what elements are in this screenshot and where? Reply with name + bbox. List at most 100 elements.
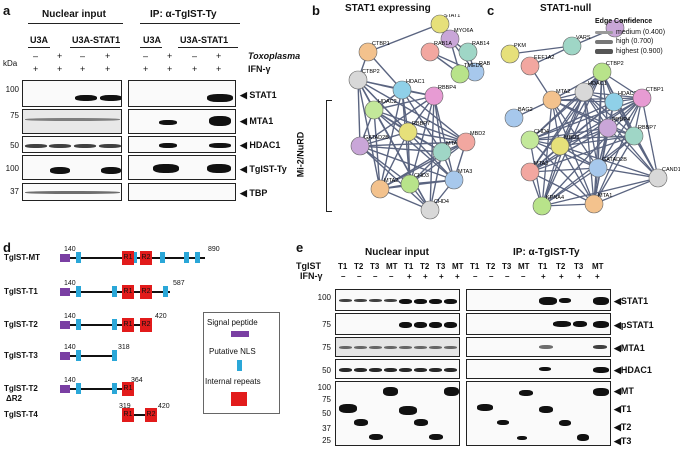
svg-text:MTA3: MTA3	[534, 161, 548, 167]
e-label-stat1: ◀STAT1	[614, 296, 649, 306]
svg-text:MTA1: MTA1	[446, 141, 460, 147]
construct-backbone	[60, 324, 152, 326]
e-label-hdac1: ◀HDAC1	[614, 365, 652, 375]
e-mw-marker: 75	[322, 343, 331, 352]
svg-text:MTA3: MTA3	[458, 169, 472, 175]
toxoplasma-label: Toxoplasma	[248, 51, 301, 61]
svg-text:MYO6A: MYO6A	[454, 28, 474, 34]
net-c-node-ctbp1: CTBP1	[632, 87, 664, 108]
net-b-node-gatad2b: GATAD2B	[350, 135, 389, 156]
network-edge	[593, 177, 659, 205]
e-ifn-sign: +	[423, 272, 428, 281]
blot-band	[414, 346, 427, 349]
net-b-node-ctbp1: CTBP1	[358, 41, 390, 62]
construct-start: 140	[64, 280, 76, 287]
net-c-node-mta1: MTA1	[584, 193, 612, 214]
legend-highest: highest (0.900)	[616, 48, 663, 55]
blot-label-tbp: ◀ TBP	[240, 188, 268, 198]
net-c-node-hdac2: HDAC2	[604, 91, 637, 112]
svg-text:HDAC2: HDAC2	[618, 91, 637, 97]
network-edge	[541, 167, 599, 207]
nls-marker	[184, 252, 189, 263]
nurd-label: Mi-2/NuRD	[295, 131, 306, 178]
construct-end: 420	[155, 313, 167, 320]
mw-marker: 75	[10, 111, 19, 120]
net-b-node-mta2: MTA2	[370, 178, 398, 199]
signal-peptide	[60, 288, 70, 296]
e-lane-label: T1	[538, 262, 548, 271]
svg-text:GATAD2B: GATAD2B	[364, 135, 389, 141]
svg-text:RBBP4: RBBP4	[438, 85, 456, 91]
network-edge	[359, 145, 431, 211]
net-b-node-tmed9: TMED9	[450, 63, 483, 84]
net-c-node-rbbp4: RBBP4	[598, 117, 630, 138]
net-b-node-rab1a: RAB1A	[420, 41, 452, 62]
net-b-node-rbbp7: RBBP7	[398, 121, 430, 142]
construct-backbone	[122, 414, 155, 416]
blot-band	[593, 297, 609, 305]
network-edge	[373, 109, 455, 181]
nls-marker	[112, 383, 117, 394]
tox-sign: –	[192, 51, 198, 61]
construct-name: TgIST-T2	[4, 320, 38, 329]
network-edge	[541, 99, 553, 207]
blot-band	[414, 299, 427, 304]
svg-text:CTBP2: CTBP2	[606, 61, 624, 67]
blot-band	[399, 299, 412, 304]
network-edge	[429, 95, 435, 211]
network-edge	[359, 145, 443, 153]
network-edge	[529, 91, 585, 173]
net-c-node-mta3: MTA3	[520, 161, 548, 182]
legend-title: Edge Confidence	[595, 18, 653, 25]
legend-signal-peptide: Signal peptide	[207, 318, 258, 327]
svg-text:MTA1: MTA1	[598, 193, 612, 199]
signal-peptide-swatch	[231, 331, 249, 337]
e-label-mt: ◀MT	[614, 386, 634, 396]
net-b-node-rbbp4: RBBP4	[424, 85, 456, 106]
net-b-node-hdac1: HDAC1	[392, 79, 425, 100]
svg-text:CTBP1: CTBP1	[372, 41, 390, 47]
e-lane-label: T3	[370, 262, 380, 271]
e-label-t2: ◀T2	[614, 422, 632, 432]
blot-band	[593, 321, 609, 328]
svg-text:EEF1A2: EEF1A2	[534, 55, 554, 61]
svg-text:GATAD2B: GATAD2B	[602, 157, 627, 163]
e-lane-label: T2	[486, 262, 496, 271]
legend-nls: Putative NLS	[209, 347, 256, 356]
e-blot-hdac1-ip	[466, 359, 611, 379]
repeat-r1: R1	[122, 382, 134, 396]
construct-end: 587	[173, 280, 185, 287]
blot-hdac1-input	[22, 136, 122, 153]
network-edge	[551, 99, 595, 205]
e-lane-label: T3	[436, 262, 446, 271]
network-edge	[379, 141, 467, 190]
ifn-label: IFN-γ	[248, 64, 271, 74]
blot-band	[384, 368, 397, 372]
e-ifn-sign: –	[389, 272, 394, 281]
e-blot-hdac1-input	[335, 359, 460, 379]
net-b-node-stat1: STAT1	[430, 14, 460, 34]
e-lane-label: MT	[518, 262, 530, 271]
blot-band	[539, 297, 557, 305]
e-ifn-sign: +	[541, 272, 546, 281]
nls-marker	[76, 383, 81, 394]
mw-marker: 50	[10, 141, 19, 150]
nls-marker	[112, 319, 117, 330]
blot-band	[444, 346, 457, 349]
network-edge	[593, 135, 635, 205]
net-b-node-hdac2: HDAC2	[364, 99, 397, 120]
blot-band	[444, 299, 457, 304]
ifn-sign: +	[167, 64, 173, 74]
ifn-sign: +	[57, 64, 63, 74]
e-lane-label: T1	[338, 262, 348, 271]
construct-name: TgIST-MT	[4, 253, 40, 262]
e-blot-mta1-ip	[466, 337, 611, 357]
nls-marker	[132, 252, 137, 263]
e-ifn-sign: –	[373, 272, 378, 281]
blot-band	[539, 367, 551, 371]
panel-letter-d: d	[3, 240, 11, 255]
construct-sub: ΔR2	[6, 394, 22, 403]
e-blot-stat1-input	[335, 289, 460, 311]
panel-letter-a: a	[3, 3, 11, 18]
blot-band	[339, 299, 352, 302]
